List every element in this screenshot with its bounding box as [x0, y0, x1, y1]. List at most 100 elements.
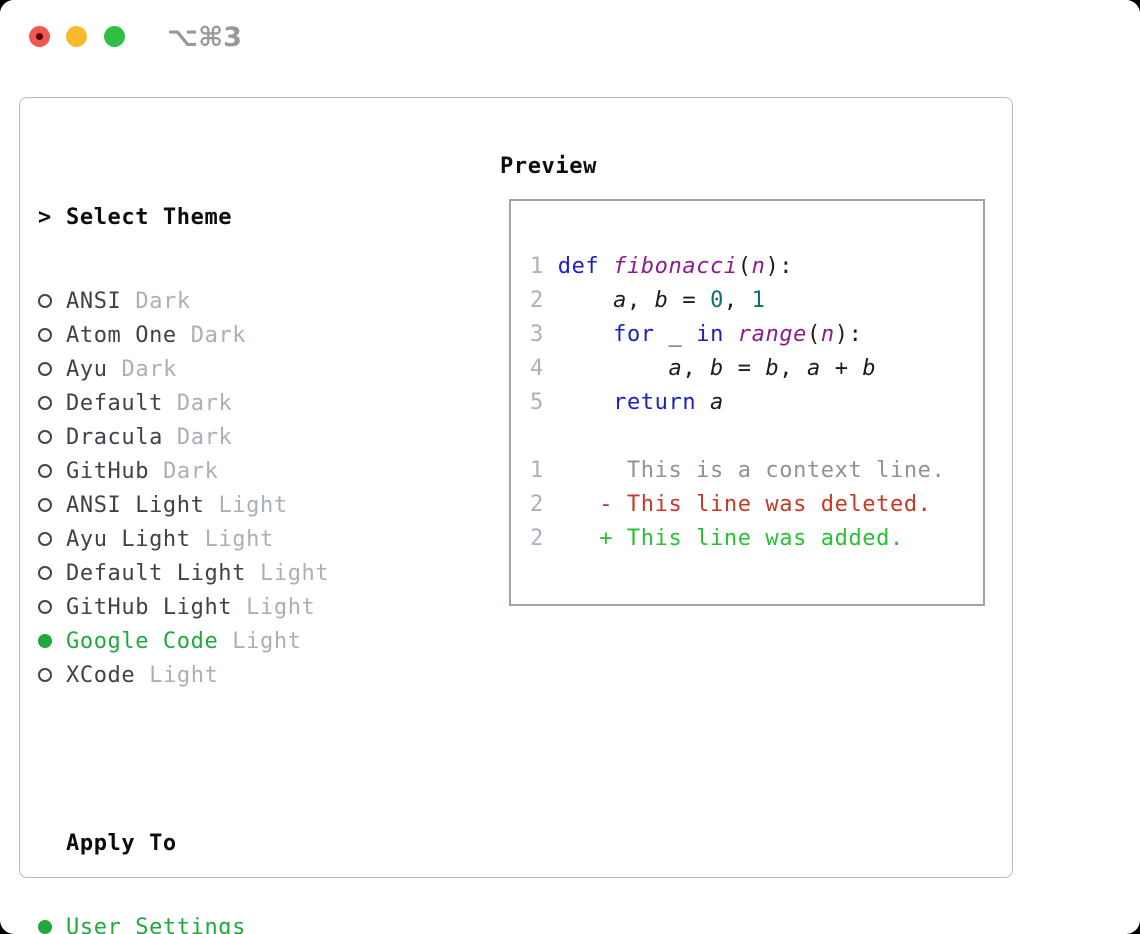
theme-variant-badge: Dark — [176, 424, 233, 450]
code-token: ( — [737, 254, 752, 279]
unsaved-dot-icon — [36, 33, 43, 40]
code-token: , — [626, 288, 655, 313]
code-token: , — [779, 356, 807, 381]
code-token: , — [682, 356, 711, 381]
code-line: 1 This is a context line. — [530, 454, 945, 488]
code-token: for — [613, 322, 655, 347]
radio-icon — [38, 532, 52, 546]
theme-option-ansi-light[interactable]: ANSI Light Light — [38, 488, 426, 522]
code-token: This is a context line. — [543, 458, 946, 483]
theme-variant-badge: Dark — [176, 390, 233, 416]
code-token: 1 — [751, 288, 766, 313]
theme-option-label: XCode — [66, 662, 136, 688]
titlebar: ⌥⌘3 — [0, 0, 1140, 75]
line-number: 3 — [530, 322, 544, 347]
code-token: b — [862, 356, 877, 381]
code-token: _ — [668, 322, 683, 347]
code-token: fibonacci — [613, 254, 738, 279]
theme-variant-badge: Dark — [121, 356, 177, 382]
radio-selected-icon — [38, 920, 52, 934]
code-token: ( — [807, 322, 821, 347]
code-token: b — [654, 288, 669, 313]
theme-variant-badge: Light — [204, 526, 274, 552]
apply-to-heading: Apply To — [66, 830, 177, 856]
theme-variant-badge: Light — [246, 594, 316, 620]
code-token: = — [668, 288, 711, 313]
theme-option-label: Ayu — [66, 356, 108, 382]
code-line: 2 + This line was added. — [530, 522, 945, 556]
window-title: ⌥⌘3 — [167, 22, 242, 53]
code-token: return — [613, 390, 697, 415]
line-number: 2 — [530, 526, 544, 551]
radio-icon — [38, 566, 52, 580]
zoom-button[interactable] — [104, 26, 125, 47]
theme-option-google-code[interactable]: Google Code Light — [38, 624, 426, 658]
code-token: n — [751, 254, 766, 279]
theme-option-xcode[interactable]: XCode Light — [38, 658, 426, 692]
theme-option-label: Google Code — [66, 628, 219, 654]
radio-icon — [38, 396, 52, 410]
theme-option-ayu[interactable]: Ayu Dark — [38, 352, 426, 386]
code-line: 3 for _ in range(n): — [530, 318, 945, 352]
apply-to-header-row: Apply To — [38, 826, 426, 860]
code-token — [682, 322, 696, 347]
close-button[interactable] — [29, 26, 50, 47]
code-line: 5 return a — [530, 386, 945, 420]
theme-option-label: GitHub — [66, 458, 150, 484]
line-number: 2 — [530, 492, 544, 517]
code-token: a — [807, 356, 821, 381]
code-token: , — [723, 288, 752, 313]
code-token: ): — [765, 254, 794, 279]
theme-option-label: Ayu Light — [66, 526, 191, 552]
code-token: range — [737, 322, 808, 347]
apply-option-user-settings[interactable]: User Settings — [38, 910, 426, 934]
line-number: 1 — [530, 458, 544, 483]
theme-variant-badge: Light — [149, 662, 219, 688]
code-token — [724, 322, 738, 347]
code-token: def — [557, 254, 600, 279]
code-token: + — [820, 356, 863, 381]
code-line: 2 a, b = 0, 1 — [530, 284, 945, 318]
code-token — [544, 254, 558, 279]
theme-variant-badge: Dark — [190, 322, 247, 348]
select-theme-heading: Select Theme — [66, 204, 233, 230]
line-number: 5 — [530, 390, 544, 415]
code-token: + This line was added. — [543, 526, 904, 551]
radio-icon — [38, 430, 52, 444]
theme-option-label: ANSI Light — [66, 492, 205, 518]
theme-variant-badge: Light — [232, 628, 302, 654]
code-token: = — [723, 356, 766, 381]
code-token: n — [820, 322, 835, 347]
radio-icon — [38, 294, 52, 308]
apply-option-label: User Settings — [66, 914, 246, 934]
code-token — [655, 322, 669, 347]
radio-selected-icon — [38, 634, 52, 648]
code-line: 2 - This line was deleted. — [530, 488, 945, 522]
theme-variant-badge: Light — [218, 492, 288, 518]
line-number: 2 — [530, 288, 544, 313]
radio-icon — [38, 362, 52, 376]
theme-variant-badge: Light — [260, 560, 330, 586]
code-token — [599, 254, 613, 279]
apply-to-list: User SettingsWorkspace Settings — [38, 910, 426, 934]
radio-icon — [38, 328, 52, 342]
focus-caret: > — [38, 204, 52, 230]
theme-option-ayu-light[interactable]: Ayu Light Light — [38, 522, 426, 556]
code-line: 4 a, b = b, a + b — [530, 352, 945, 386]
code-token — [696, 390, 710, 415]
code-token: a — [613, 288, 627, 313]
minimize-button[interactable] — [66, 26, 87, 47]
code-token: b — [765, 356, 780, 381]
code-token: 0 — [710, 288, 724, 313]
code-line: 1 def fibonacci(n): — [530, 250, 945, 284]
